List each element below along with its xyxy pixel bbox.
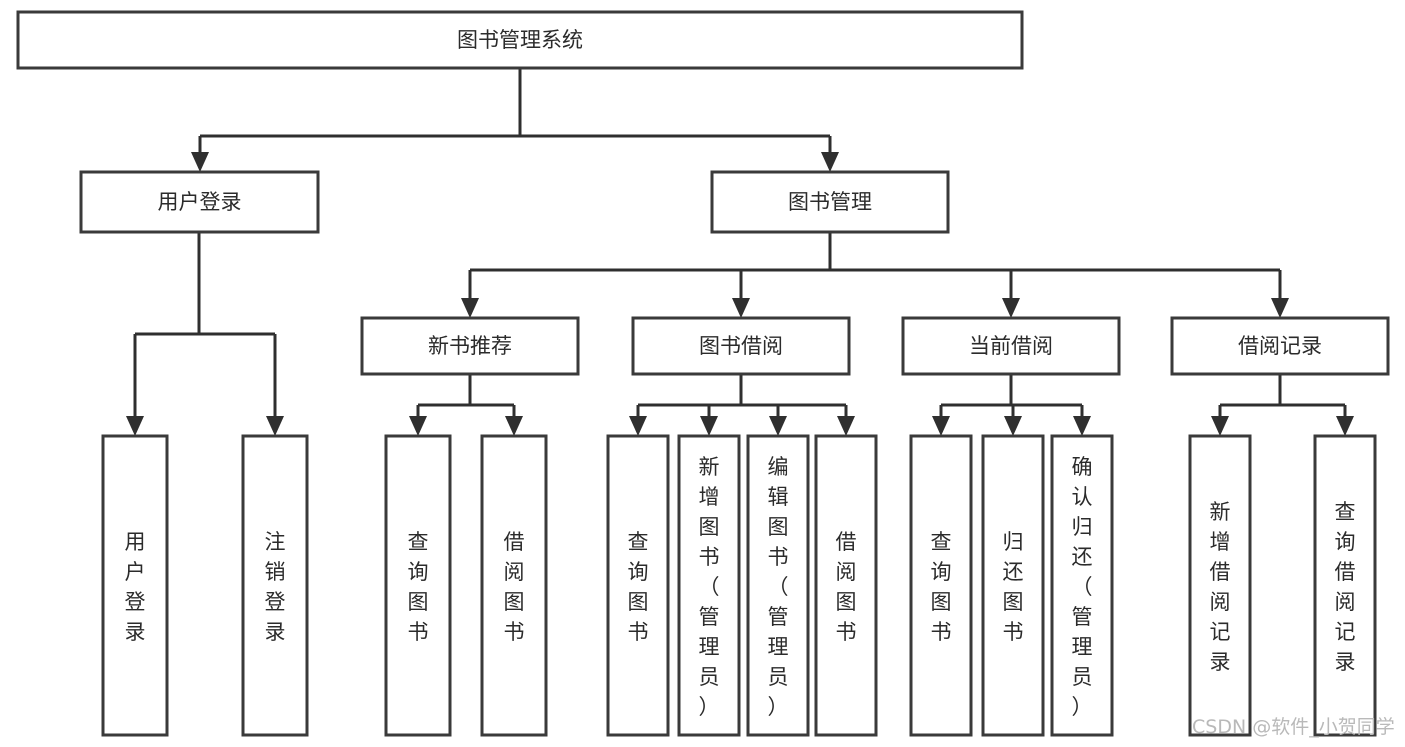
node-leaf-borrow-book-box[interactable] <box>814 434 878 737</box>
node-leaf-query-record[interactable]: 查询借阅记录 <box>1313 434 1377 737</box>
arrow-to-leaf-return-book <box>1004 416 1022 436</box>
arrow-to-leaf-user-logout <box>266 416 284 436</box>
node-leaf-add-record-box[interactable] <box>1188 434 1252 737</box>
node-leaf-user-logout-box[interactable] <box>241 434 309 737</box>
node-leaf-return-book-label: 归还图书 <box>1003 530 1024 644</box>
node-leaf-add-book-box[interactable] <box>677 434 741 737</box>
node-new-book-rec[interactable]: 新书推荐 <box>360 316 580 376</box>
node-book-borrow[interactable]: 图书借阅 <box>631 316 851 376</box>
node-leaf-query-book-borrow-label: 查询图书 <box>628 530 649 644</box>
node-leaf-query-book-rec-label: 查询图书 <box>408 530 429 644</box>
arrow-to-leaf-add-book <box>700 416 718 436</box>
csdn-watermark: CSDN @软件_小贺同学 <box>1192 716 1395 738</box>
node-leaf-return-book-box[interactable] <box>981 434 1045 737</box>
arrow-to-leaf-edit-book <box>769 416 787 436</box>
arrow-to-borrow-record <box>1271 298 1289 318</box>
arrow-to-leaf-add-record <box>1211 416 1229 436</box>
arrow-to-leaf-confirm-return <box>1073 416 1091 436</box>
node-new-book-rec-label: 新书推荐 <box>428 334 512 358</box>
node-leaf-query-book-cur-box[interactable] <box>909 434 973 737</box>
node-leaf-query-book-rec-box[interactable] <box>384 434 452 737</box>
node-current-borrow-box[interactable] <box>901 316 1121 376</box>
node-root-label: 图书管理系统 <box>457 28 583 52</box>
node-leaf-add-book-label: 新增图书（管理员） <box>699 455 720 719</box>
node-current-borrow[interactable]: 当前借阅 <box>901 316 1121 376</box>
node-user-login[interactable]: 用户登录 <box>79 170 320 234</box>
arrow-to-leaf-borrow-book-rec <box>505 416 523 436</box>
node-user-login-label: 用户登录 <box>158 190 242 214</box>
node-leaf-borrow-book-label: 借阅图书 <box>836 530 857 644</box>
node-leaf-confirm-return-box[interactable] <box>1050 434 1114 737</box>
node-leaf-borrow-book-rec-label: 借阅图书 <box>504 530 525 644</box>
arrow-to-book-manage <box>821 152 839 172</box>
node-leaf-query-record-box[interactable] <box>1313 434 1377 737</box>
node-leaf-borrow-book[interactable]: 借阅图书 <box>814 434 878 737</box>
arrow-to-leaf-query-book-borrow <box>629 416 647 436</box>
node-leaf-query-book-rec[interactable]: 查询图书 <box>384 434 452 737</box>
node-root-box[interactable] <box>16 10 1024 70</box>
arrow-to-current-borrow <box>1002 298 1020 318</box>
node-book-manage-label: 图书管理 <box>788 190 872 214</box>
node-book-borrow-box[interactable] <box>631 316 851 376</box>
arrow-to-leaf-user-login <box>126 416 144 436</box>
node-leaf-borrow-book-rec-box[interactable] <box>480 434 548 737</box>
node-book-manage[interactable]: 图书管理 <box>710 170 950 234</box>
arrow-to-leaf-query-book-cur <box>932 416 950 436</box>
node-book-manage-box[interactable] <box>710 170 950 234</box>
node-leaf-query-book-cur[interactable]: 查询图书 <box>909 434 973 737</box>
node-leaf-edit-book[interactable]: 编辑图书（管理员） <box>746 434 810 737</box>
node-leaf-user-logout[interactable]: 注销登录 <box>241 434 309 737</box>
nodes-layer: 图书管理系统用户登录图书管理新书推荐图书借阅当前借阅借阅记录用户登录注销登录查询… <box>16 10 1390 737</box>
node-user-login-box[interactable] <box>79 170 320 234</box>
node-leaf-user-logout-label: 注销登录 <box>265 530 286 644</box>
arrow-to-leaf-query-record <box>1336 416 1354 436</box>
node-new-book-rec-box[interactable] <box>360 316 580 376</box>
node-leaf-user-login-box[interactable] <box>101 434 169 737</box>
node-leaf-edit-book-label: 编辑图书（管理员） <box>768 455 789 719</box>
node-leaf-query-book-borrow-box[interactable] <box>606 434 670 737</box>
connectors-layer <box>126 68 1354 436</box>
arrow-to-new-book-rec <box>461 298 479 318</box>
arrow-to-book-borrow <box>732 298 750 318</box>
arrow-to-leaf-borrow-book <box>837 416 855 436</box>
node-leaf-borrow-book-rec[interactable]: 借阅图书 <box>480 434 548 737</box>
node-borrow-record[interactable]: 借阅记录 <box>1170 316 1390 376</box>
node-leaf-edit-book-box[interactable] <box>746 434 810 737</box>
node-leaf-confirm-return-label: 确认归还（管理员） <box>1072 455 1093 719</box>
node-leaf-return-book[interactable]: 归还图书 <box>981 434 1045 737</box>
node-leaf-query-record-label: 查询借阅记录 <box>1335 500 1356 674</box>
node-leaf-add-book[interactable]: 新增图书（管理员） <box>677 434 741 737</box>
node-leaf-query-book-borrow[interactable]: 查询图书 <box>606 434 670 737</box>
arrow-to-leaf-query-book-rec <box>409 416 427 436</box>
node-current-borrow-label: 当前借阅 <box>969 334 1053 358</box>
node-root[interactable]: 图书管理系统 <box>16 10 1024 70</box>
node-leaf-user-login[interactable]: 用户登录 <box>101 434 169 737</box>
node-leaf-add-record[interactable]: 新增借阅记录 <box>1188 434 1252 737</box>
node-leaf-user-login-label: 用户登录 <box>125 530 146 644</box>
node-leaf-query-book-cur-label: 查询图书 <box>931 530 952 644</box>
node-borrow-record-box[interactable] <box>1170 316 1390 376</box>
node-book-borrow-label: 图书借阅 <box>699 334 783 358</box>
node-leaf-add-record-label: 新增借阅记录 <box>1210 500 1231 674</box>
node-borrow-record-label: 借阅记录 <box>1238 334 1322 358</box>
arrow-to-user-login <box>191 152 209 172</box>
node-leaf-confirm-return[interactable]: 确认归还（管理员） <box>1050 434 1114 737</box>
